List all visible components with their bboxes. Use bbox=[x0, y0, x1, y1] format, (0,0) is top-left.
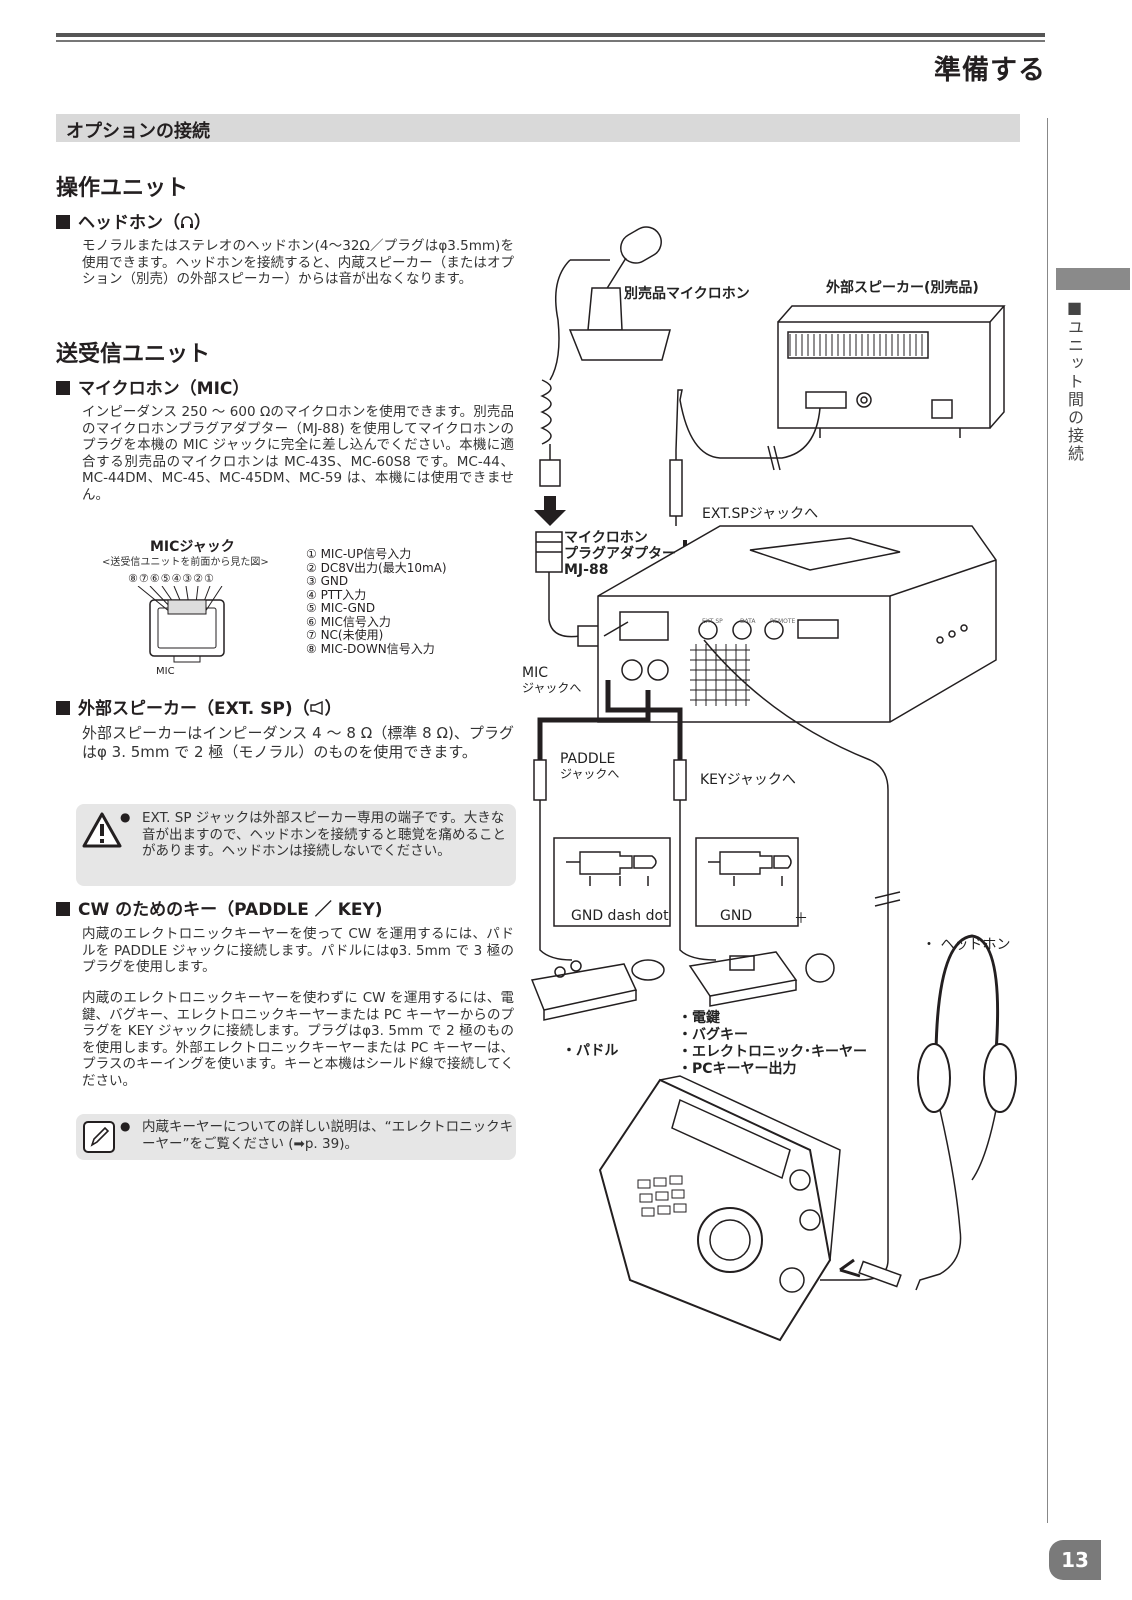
ext-sp-heading: 外部スピーカー（EXT. SP)（ ） bbox=[56, 694, 342, 719]
mic-heading-text: マイクロホン（MIC） bbox=[78, 379, 250, 399]
straight-key-drawing bbox=[688, 951, 835, 1007]
header-rule-thin bbox=[56, 40, 1045, 42]
square-bullet-icon bbox=[56, 381, 70, 395]
mic-jack-pin-numbers: ⑧⑦⑥⑤④③②① bbox=[128, 572, 215, 585]
side-tab-marker bbox=[1056, 268, 1130, 290]
transceiver-unit-drawing bbox=[597, 525, 997, 723]
square-bullet-icon bbox=[56, 215, 70, 229]
note-box: ● 内蔵キーヤーについての詳しい説明は、“エレクトロニックキーヤー”をご覧くださ… bbox=[76, 1114, 516, 1160]
bullet-icon: ● bbox=[120, 1119, 131, 1133]
headphone-body: モノラルまたはステレオのヘッドホン(4～32Ω／プラグはφ3.5mm)を使用でき… bbox=[82, 238, 514, 287]
side-tab-label: ■ユニット間の接続 bbox=[1065, 298, 1084, 463]
square-bullet-icon bbox=[56, 701, 70, 715]
cw-key-heading-text: CW のためのキー（PADDLE ／ KEY) bbox=[78, 900, 383, 920]
headphone-icon bbox=[181, 216, 193, 228]
adapter-label-line: MJ-88 bbox=[564, 562, 609, 578]
mic-heading: マイクロホン（MIC） bbox=[56, 374, 249, 399]
diagram-adapter-label: マイクロホン プラグアダプター MJ-88 bbox=[564, 530, 676, 578]
diagram-ext-speaker-label: 外部スピーカー(別売品) bbox=[826, 280, 979, 296]
paddle-jack-label-line: ジャックへ bbox=[560, 767, 620, 781]
mic-jack-subtitle: <送受信ユニットを前面から見た図> bbox=[102, 557, 269, 568]
mic-connector-label: MIC bbox=[156, 666, 175, 677]
diagram-ext-sp-jack-label: EXT.SPジャックへ bbox=[702, 506, 819, 522]
ext-sp-heading-text: 外部スピーカー（EXT. SP)（ bbox=[78, 699, 310, 719]
operation-unit-heading: 操作ユニット bbox=[56, 176, 189, 201]
diagram-paddle-label: ・パドル bbox=[562, 1043, 619, 1059]
mic-pin-item: ② DC8V出力(最大10mA) bbox=[306, 560, 447, 575]
warning-icon bbox=[82, 812, 122, 848]
mic-pin-item: ④ PTT入力 bbox=[306, 587, 367, 602]
pencil-note-icon bbox=[83, 1121, 115, 1153]
mic-body: インピーダンス 250 ～ 600 Ωのマイクロホンを使用できます。別売品のマイ… bbox=[82, 404, 514, 503]
diagram-key-jack-label: KEYジャックへ bbox=[700, 772, 796, 788]
speaker-icon bbox=[309, 700, 323, 716]
headphone-heading-text: ヘッドホン（ bbox=[78, 213, 180, 233]
ext-sp-body: 外部スピーカーはインピーダンス 4 ～ 8 Ω（標準 8 Ω)、プラグはφ 3.… bbox=[82, 724, 514, 761]
section-title: オプションの接続 bbox=[66, 121, 210, 142]
key-type-item: ・PCキーヤー出力 bbox=[678, 1061, 797, 1077]
headphone-heading-close: ） bbox=[194, 213, 211, 233]
cw-key-body-2: 内蔵のエレクトロニックキーヤーを使わずに CW を運用するには、電鍵、バグキー、… bbox=[82, 990, 514, 1089]
bullet-icon: ● bbox=[120, 810, 131, 824]
rear-panel-remote-label: REMOTE bbox=[770, 618, 796, 625]
caution-box: ● EXT. SP ジャックは外部スピーカー専用の端子です。大きな音が出ますので… bbox=[76, 804, 516, 886]
rear-panel-data-label: DATA bbox=[740, 618, 756, 625]
adapter-label-line: マイクロホン bbox=[564, 530, 648, 546]
mic-jack-title: MICジャック bbox=[150, 539, 235, 555]
square-bullet-icon bbox=[56, 902, 70, 916]
mic-jack-label-line: ジャックへ bbox=[522, 681, 582, 695]
mic-pin-item: ⑥ MIC信号入力 bbox=[306, 614, 391, 629]
external-speaker-drawing bbox=[777, 305, 1006, 438]
diagram-optional-mic-label: 別売品マイクロホン bbox=[624, 286, 750, 302]
mic-pin-item: ⑧ MIC-DOWN信号入力 bbox=[306, 641, 435, 656]
note-text: 内蔵キーヤーについての詳しい説明は、“エレクトロニックキーヤー”をご覧ください … bbox=[142, 1119, 514, 1152]
mic-pin-list: ① MIC-UP信号入力 ② DC8V出力(最大10mA) ③ GND ④ PT… bbox=[306, 547, 447, 656]
diagram-plug2-gnd-label: GND bbox=[720, 908, 753, 924]
mic-pin-item: ③ GND bbox=[306, 574, 349, 588]
diagram-headphone-label: ・ ヘッドホン bbox=[922, 937, 1011, 953]
key-type-item: ・バグキー bbox=[678, 1027, 748, 1043]
transceiver-unit-heading: 送受信ユニット bbox=[56, 342, 211, 367]
microphone-drawing bbox=[539, 226, 671, 487]
rear-panel-ext-sp-label: EXT SP bbox=[702, 618, 723, 625]
connection-diagram bbox=[530, 226, 1017, 1342]
key-type-item: ・エレクトロニック･キーヤー bbox=[678, 1044, 867, 1060]
key-type-item: ・電鍵 bbox=[678, 1010, 720, 1026]
mic-pin-item: ⑤ MIC-GND bbox=[306, 601, 376, 615]
adapter-label-line: プラグアダプター bbox=[564, 546, 676, 562]
diagram-keys-list: ・電鍵 ・バグキー ・エレクトロニック･キーヤー ・PCキーヤー出力 bbox=[678, 1010, 867, 1078]
page-title: 準備する bbox=[934, 55, 1046, 86]
paddle-drawing bbox=[530, 959, 665, 1021]
cw-key-body-1: 内蔵のエレクトロニックキーヤーを使って CW を運用するには、パドルを PADD… bbox=[82, 926, 514, 975]
cw-key-heading: CW のためのキー（PADDLE ／ KEY) bbox=[56, 895, 383, 920]
diagram-plug2-plus-label: ＋ bbox=[794, 911, 808, 927]
header-rule-thick bbox=[56, 33, 1045, 37]
mic-connector-drawing bbox=[137, 586, 225, 663]
diagram-mic-jack-label: MIC ジャックへ bbox=[522, 666, 581, 696]
mic-pin-item: ⑦ NC(未使用) bbox=[306, 628, 384, 642]
mic-pin-item: ① MIC-UP信号入力 bbox=[306, 547, 412, 561]
page-number: 13 bbox=[1049, 1540, 1101, 1580]
paddle-jack-label-line: PADDLE bbox=[560, 751, 616, 767]
diagram-paddle-jack-label: PADDLE ジャックへ bbox=[560, 752, 619, 782]
mic-jack-label-line: MIC bbox=[522, 665, 548, 681]
diagram-plug3-label: GND dash dot bbox=[571, 908, 669, 924]
caution-text: EXT. SP ジャックは外部スピーカー専用の端子です。大きな音が出ますので、ヘ… bbox=[142, 810, 506, 859]
headphone-heading: ヘッドホン（ ） bbox=[56, 208, 211, 233]
side-rule bbox=[1047, 118, 1048, 1523]
headphones-drawing bbox=[915, 934, 1017, 1291]
ext-sp-heading-close: ） bbox=[324, 699, 342, 719]
section-bar: オプションの接続 bbox=[56, 114, 1020, 142]
front-panel-drawing bbox=[598, 1075, 841, 1342]
